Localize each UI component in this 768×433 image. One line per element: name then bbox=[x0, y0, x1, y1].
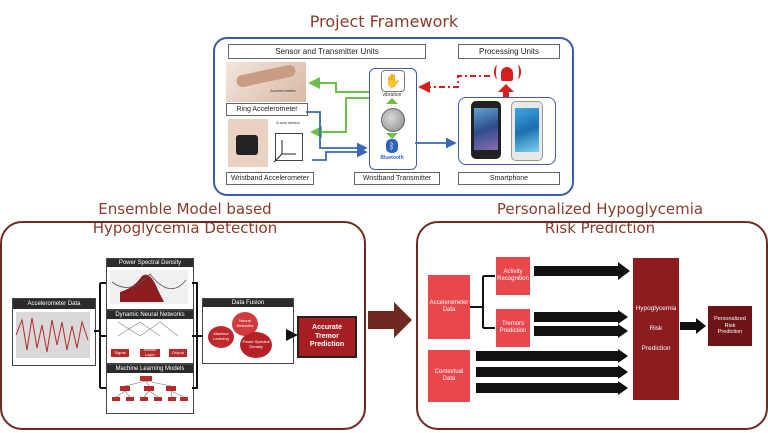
ring-label: Ring Accelerometer bbox=[226, 103, 308, 116]
alarm-body bbox=[501, 67, 513, 81]
tremor-output-line2: Tremor bbox=[315, 332, 339, 340]
bluetooth-icon: ᛒ bbox=[386, 139, 398, 153]
hypo-l2: Risk bbox=[649, 325, 663, 333]
accel-data-panel: Accelerometer Data bbox=[12, 298, 96, 366]
activity-box: Activity Recognition bbox=[496, 257, 530, 295]
tremor-output-line1: Accurate bbox=[312, 324, 342, 332]
title-risk: Personalized Hypoglycemia Risk Predictio… bbox=[470, 200, 730, 238]
smartphone-label: Smartphone bbox=[458, 172, 560, 185]
psd-panel: Power Spectral Density bbox=[106, 258, 194, 310]
transmitter-label: Wristband Transmitter bbox=[354, 172, 440, 185]
coin-cell-icon bbox=[381, 108, 405, 132]
accelerometer-tag: Accelerometer bbox=[270, 88, 296, 93]
risk-accel-box: Accelerometer Data bbox=[428, 275, 470, 339]
wristband-photo bbox=[228, 119, 268, 167]
accel-data-title: Accelerometer Data bbox=[13, 299, 95, 309]
ml-title: Machine Learning Models bbox=[107, 365, 193, 373]
tremor-output-line3: Prediction bbox=[309, 341, 345, 349]
pers-l1: Personalized bbox=[714, 316, 746, 323]
hypo-l3: Prediction bbox=[641, 344, 671, 352]
contextual-l1: Contextual bbox=[434, 368, 464, 375]
title-ensemble-line2: Hypoglycemia Detection bbox=[92, 219, 278, 237]
vibration-label: vibration bbox=[382, 92, 402, 98]
tremor-output-box: Accurate Tremor Prediction bbox=[297, 316, 357, 358]
alarm-icon bbox=[494, 62, 521, 84]
gear-psd: Power Spectral Density bbox=[240, 332, 272, 358]
other-label: Other Factors bbox=[536, 385, 567, 391]
personalized-risk-box: Personalized Risk Prediction bbox=[708, 306, 752, 346]
axis-sensor-diagram: 3-axis sensor bbox=[268, 119, 306, 167]
gear-ml: Machine Learning bbox=[208, 326, 234, 348]
alarm-up-arrow bbox=[498, 84, 514, 92]
comorbid-label: Co – Morbidities (Parkinson Disease) bbox=[500, 369, 583, 375]
dnn-signal: Signal bbox=[111, 349, 129, 357]
iphone-screen bbox=[474, 108, 498, 150]
activity-l1: Activity bbox=[503, 268, 523, 275]
age-gender-label: Age, Gender bbox=[538, 353, 567, 359]
wristband-label: Wristband Accelerometer bbox=[226, 172, 314, 185]
framework-frame bbox=[213, 37, 574, 196]
alarm-up-arrow-stem bbox=[503, 92, 509, 97]
dnn-title: Dynamic Neural Networks bbox=[107, 311, 193, 319]
galaxy-screen bbox=[515, 108, 539, 152]
wrist-strap bbox=[236, 135, 258, 155]
ensemble-frame bbox=[0, 221, 366, 430]
ml-panel: Machine Learning Models bbox=[106, 364, 194, 414]
dnn-panel: Dynamic Neural Networks Signal Hidden La… bbox=[106, 310, 194, 364]
pers-l2: Risk bbox=[724, 322, 736, 329]
title-ensemble: Ensemble Model based Hypoglycemia Detect… bbox=[60, 200, 310, 238]
axis-box bbox=[275, 133, 303, 161]
activity-l2: Recognition bbox=[497, 276, 529, 282]
tremor-box: Tremors Prediction bbox=[496, 309, 530, 347]
iphone-image bbox=[471, 101, 501, 159]
section-big-arrow bbox=[368, 302, 412, 338]
risk-accel-l2: Data bbox=[442, 307, 456, 313]
hypo-l1: Hypoglycemia bbox=[635, 305, 677, 313]
vibration-hand-icon: ✋ bbox=[381, 70, 405, 92]
symmetry-label: Symmetry of Tremors bbox=[555, 328, 603, 334]
processing-units-label: Processing Units bbox=[458, 44, 560, 59]
tremors-label: Tremors bbox=[563, 314, 582, 320]
contextual-l2: Data bbox=[442, 376, 456, 382]
hypo-risk-box: Hypoglycemia Risk Prediction bbox=[633, 258, 679, 400]
dnn-hidden: Hidden Layer bbox=[140, 347, 160, 357]
ring-photo: Accelerometer bbox=[226, 62, 306, 102]
title-risk-line1: Personalized Hypoglycemia bbox=[496, 200, 704, 218]
dnn-output: Output bbox=[169, 349, 187, 357]
tremor-l1: Tremors bbox=[501, 320, 525, 327]
pers-l3: Prediction bbox=[717, 329, 743, 336]
psd-title: Power Spectral Density bbox=[107, 259, 193, 267]
axis-sensor-label: 3-axis sensor bbox=[276, 120, 300, 125]
contextual-box: Contextual Data bbox=[428, 350, 470, 402]
title-project-framework: Project Framework bbox=[309, 12, 459, 31]
galaxy-image bbox=[511, 101, 543, 161]
title-ensemble-line1: Ensemble Model based bbox=[98, 200, 272, 218]
activities-label: Activities bbox=[560, 268, 580, 274]
alarm-wave-left bbox=[494, 65, 501, 79]
tremor-l2: Prediction bbox=[499, 328, 527, 334]
sensor-units-label: Sensor and Transmitter Units bbox=[228, 44, 426, 59]
finger-shape bbox=[235, 63, 297, 89]
fusion-title: Data Fusion bbox=[203, 299, 293, 307]
risk-accel-l1: Accelerometer bbox=[429, 299, 469, 306]
risk-frame bbox=[416, 221, 768, 430]
title-risk-line2: Risk Prediction bbox=[544, 219, 656, 237]
alarm-wave-right bbox=[514, 65, 521, 79]
bluetooth-label: Bluetooth bbox=[380, 155, 404, 161]
